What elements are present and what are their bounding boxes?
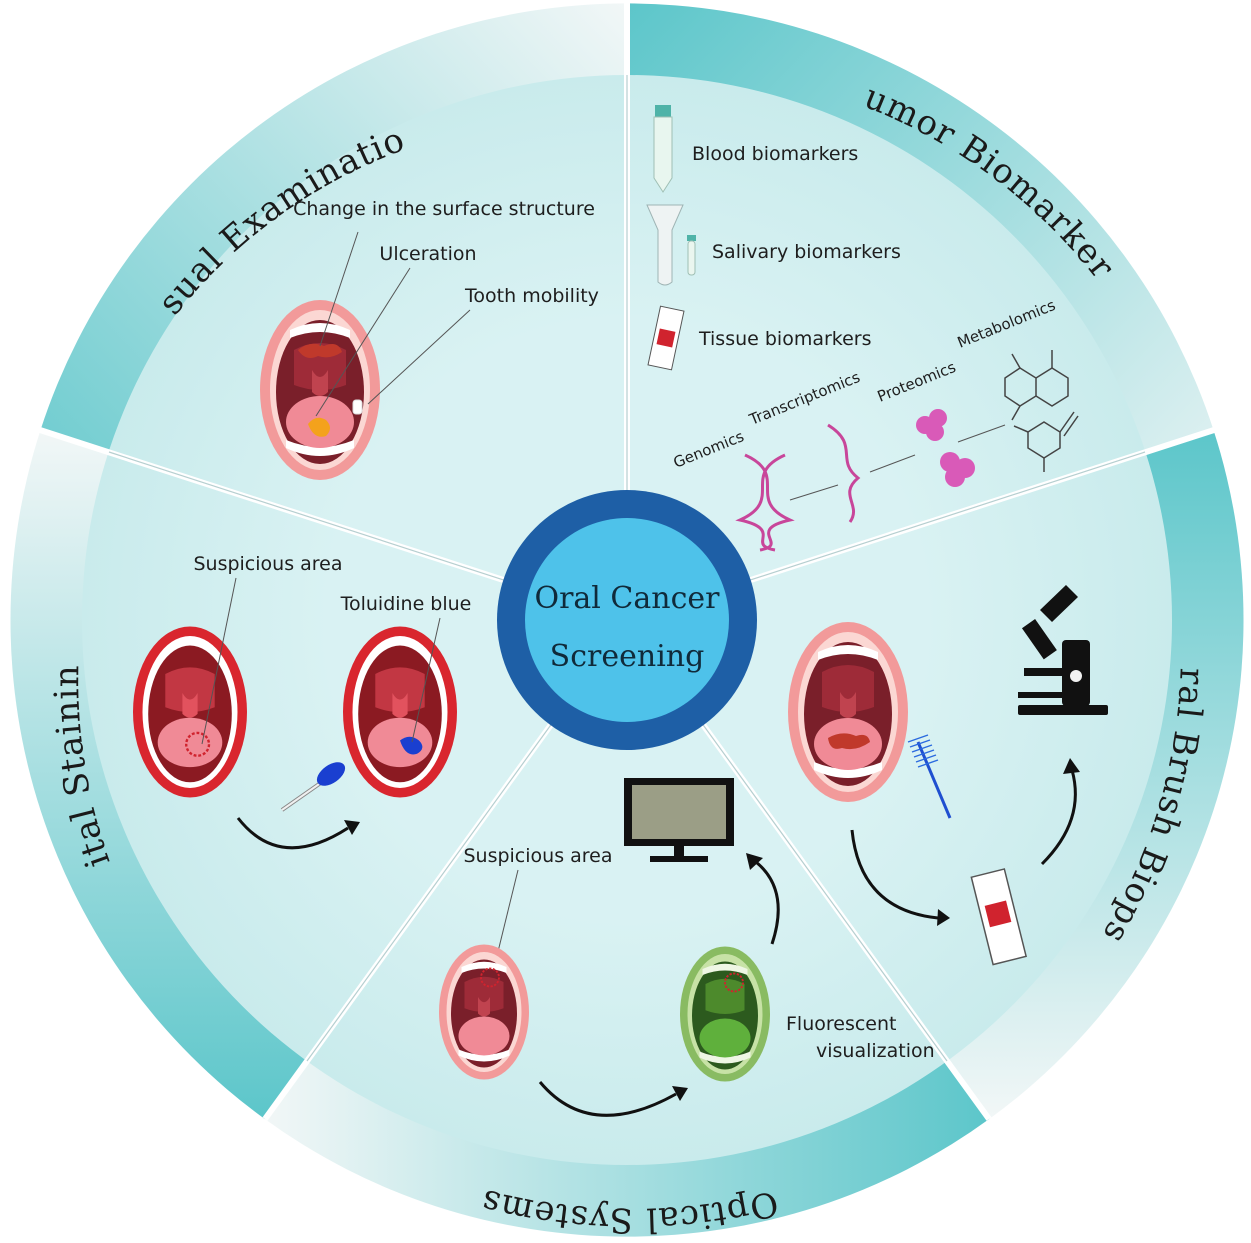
- leader-ulceration: [315, 267, 411, 417]
- label-suspicious-area-staining: Suspicious area: [193, 553, 342, 575]
- mouth-stained-icon: [343, 626, 457, 798]
- protein-icon: [916, 409, 975, 487]
- label-blood-biomarkers: Blood biomarkers: [692, 143, 858, 165]
- center-badge: Oral Cancer Screening: [497, 490, 757, 750]
- mouth-brush-biopsy-icon: [788, 622, 908, 802]
- label-ulceration: Ulceration: [379, 243, 476, 265]
- label-fluorescent: Fluorescent: [786, 1013, 896, 1035]
- label-toluidine-blue: Toluidine blue: [340, 593, 472, 615]
- arrow-transcriptomics-proteomics: [869, 454, 916, 473]
- label-surface-structure: Change in the surface structure: [293, 198, 595, 220]
- mouth-fluorescent-icon: [680, 946, 770, 1082]
- leader-tooth-mobility: [367, 309, 471, 405]
- section-visual-examination: Change in the surface structure Ulcerati…: [260, 198, 599, 480]
- arrowhead-slide-to-microscope: [1063, 758, 1080, 774]
- arrowhead-brush-to-slide: [937, 909, 950, 926]
- section-oral-brush-biopsy: [788, 585, 1108, 966]
- section-optical-systems: Suspicious area Fluorescent visualizatio…: [439, 778, 935, 1117]
- mouth-visual-examination-icon: [260, 300, 380, 480]
- arrowhead-mouth-to-fluorescent: [672, 1086, 688, 1101]
- arrow-slide-to-microscope: [1040, 769, 1077, 866]
- leader-surface-structure: [319, 231, 359, 347]
- arrow-mouth-to-fluorescent: [538, 1081, 677, 1117]
- leader-toluidine-blue: [411, 617, 441, 743]
- arrow-brush-to-slide: [850, 829, 939, 920]
- center-title-line1: Oral Cancer: [534, 581, 720, 616]
- saliva-collector-icon: [646, 204, 696, 286]
- arrow-proteomics-metabolomics: [957, 424, 1006, 443]
- mouth-suspicious-icon: [133, 626, 247, 798]
- arrowhead-fluorescent-to-monitor: [746, 853, 763, 870]
- swab-icon: [280, 762, 346, 812]
- arrowhead-mouth-to-stained: [344, 820, 360, 835]
- arrow-fluorescent-to-monitor: [755, 860, 780, 945]
- dna-icon: [735, 453, 795, 552]
- blood-tube-icon: [653, 105, 673, 193]
- label-salivary-biomarkers: Salivary biomarkers: [712, 241, 901, 263]
- microscope-icon: [1018, 585, 1108, 715]
- rna-icon: [827, 423, 861, 523]
- tissue-slide-icon: [647, 305, 685, 371]
- monitor-icon: [624, 778, 734, 862]
- arrow-mouth-to-stained: [236, 817, 349, 850]
- label-tissue-biomarkers: Tissue biomarkers: [698, 328, 872, 350]
- metabolite-structures-icon: [1004, 350, 1079, 472]
- label-suspicious-area-optical: Suspicious area: [463, 845, 612, 867]
- biopsy-slide-icon: [970, 868, 1028, 966]
- arrow-genomics-transcriptomics: [789, 484, 839, 501]
- label-visualization: visualization: [816, 1040, 935, 1062]
- section-vital-staining: Suspicious area Toluidine blue: [133, 553, 472, 850]
- mouth-optical-icon: [439, 944, 529, 1080]
- center-title-line2: Screening: [550, 639, 705, 674]
- cytobrush-icon: [907, 734, 952, 819]
- leader-suspicious-area-staining: [201, 577, 237, 745]
- label-tooth-mobility: Tooth mobility: [464, 285, 599, 307]
